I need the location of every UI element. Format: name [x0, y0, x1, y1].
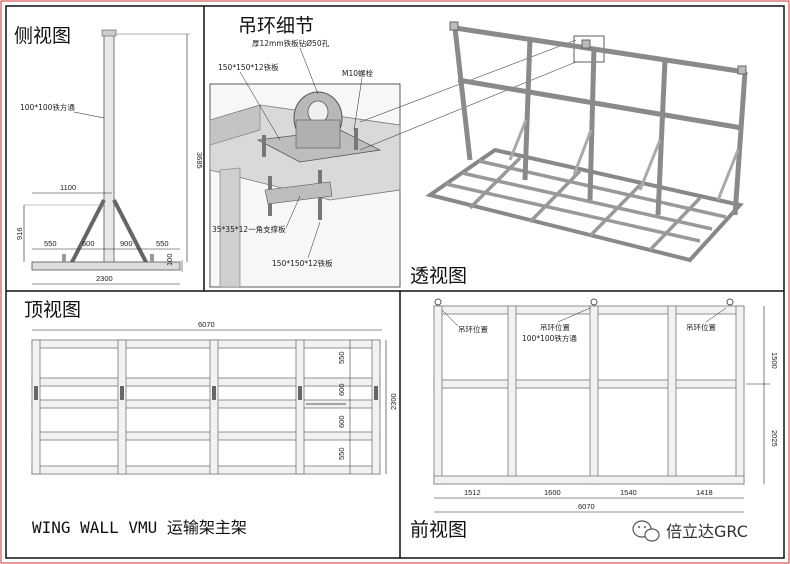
- side-height-dim: 3685: [195, 152, 204, 169]
- front-upper-dim: 1500: [770, 352, 779, 369]
- side-seg-d: 550: [156, 239, 169, 248]
- front-w1: 1512: [464, 488, 481, 497]
- side-tube-label: 100*100铁方通: [20, 102, 75, 112]
- top-row-dim-4: 550: [337, 447, 346, 460]
- side-916-dim: 916: [15, 227, 24, 240]
- perspective-panel: 透视图: [410, 21, 748, 287]
- top-width-dim: 2300: [389, 393, 398, 410]
- front-w2: 1600: [544, 488, 561, 497]
- front-view-panel: 前视图 吊环位置 吊环位置 100*100铁方通 吊环位置 1500 2025 …: [410, 298, 779, 541]
- detail-bolt-label: M10螺栓: [342, 68, 374, 78]
- front-lower-dim: 2025: [770, 430, 779, 447]
- top-row-dim-2: 600: [337, 383, 346, 396]
- top-caption: WING WALL VMU 运输架主架: [32, 518, 247, 537]
- side-view-title: 侧视图: [14, 25, 71, 47]
- side-base-total: 2300: [96, 274, 113, 283]
- detail-title: 吊环细节: [238, 15, 314, 37]
- detail-ring-label: 厚12mm铁板钻Ø50孔: [252, 38, 330, 48]
- side-seg-c: 900: [120, 239, 133, 248]
- top-view-title: 顶视图: [24, 299, 81, 321]
- front-w3: 1540: [620, 488, 637, 497]
- watermark: 倍立达GRC: [632, 520, 748, 542]
- side-1100-dim: 1100: [60, 183, 76, 192]
- frame-border: [5, 5, 785, 559]
- front-hook-3: 吊环位置: [686, 322, 716, 332]
- side-view-panel: 侧视图 100*100铁方通 3685 1100 916 550 600 900…: [14, 25, 204, 285]
- front-w4: 1418: [696, 488, 713, 497]
- top-row-dim-1: 550: [337, 351, 346, 364]
- front-view-title: 前视图: [410, 519, 467, 541]
- perspective-title: 透视图: [410, 265, 467, 287]
- top-view-panel: 顶视图 6070 550 600 600 550: [24, 299, 398, 537]
- watermark-text: 倍立达GRC: [666, 522, 748, 541]
- front-hook-1: 吊环位置: [458, 324, 488, 334]
- side-seg-b: 600: [82, 239, 95, 248]
- front-total-dim: 6070: [578, 502, 595, 511]
- front-hook-2: 吊环位置: [540, 322, 570, 332]
- front-tube-label: 100*100铁方通: [522, 333, 577, 343]
- side-seg-a: 550: [44, 239, 57, 248]
- detail-panel: 吊环细节 厚12mm铁板钻Ø50孔 150*150*12铁板 M10螺栓 35*…: [209, 15, 605, 288]
- side-foot-dim: 100: [165, 253, 174, 266]
- side-base: [31, 261, 181, 271]
- top-row-dim-3: 600: [337, 415, 346, 428]
- top-length-dim: 6070: [198, 320, 215, 329]
- detail-plate-top-label: 150*150*12铁板: [218, 62, 279, 72]
- detail-brace-label: 35*35*12一角支撑板: [212, 224, 286, 234]
- wechat-icon: [632, 520, 660, 542]
- side-post: [103, 33, 115, 267]
- detail-plate-bottom-label: 150*150*12铁板: [272, 258, 333, 268]
